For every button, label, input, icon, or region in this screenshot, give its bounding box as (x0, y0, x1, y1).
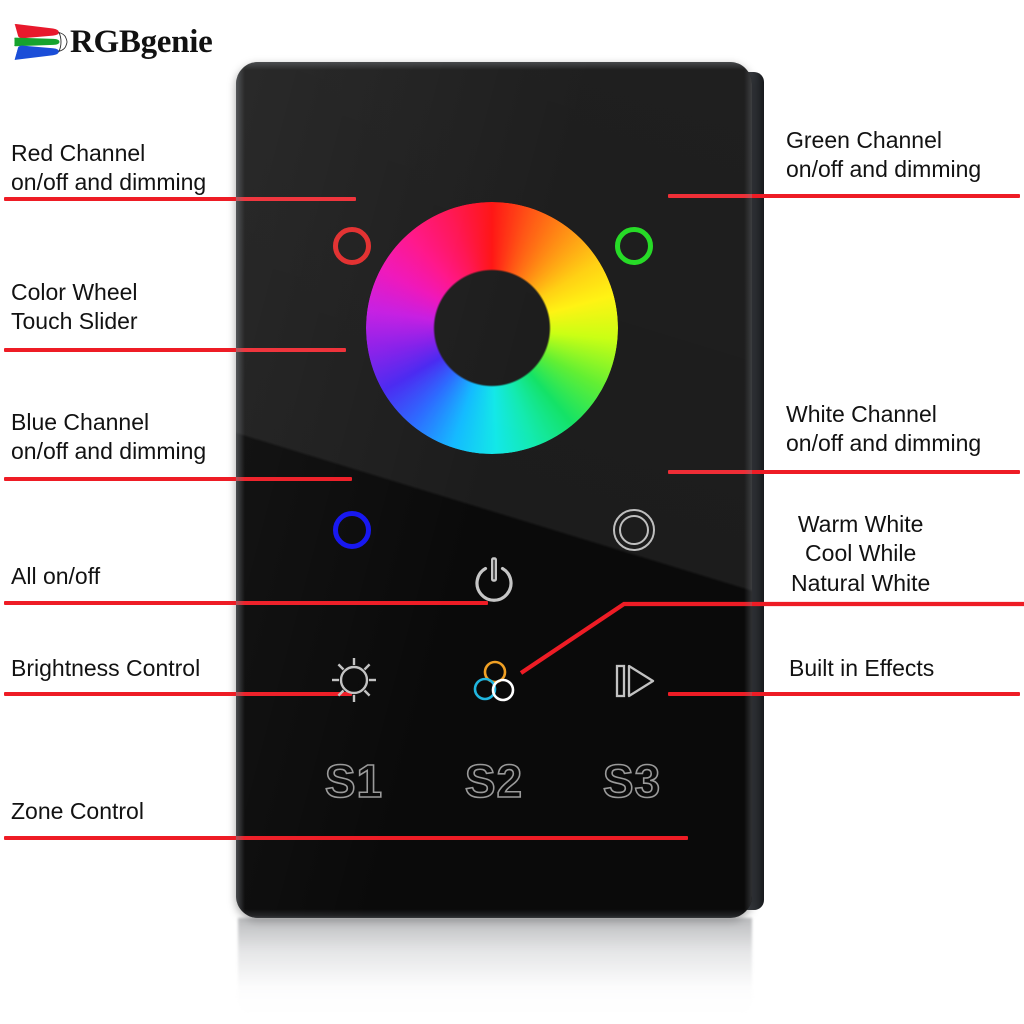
zone-button-s3[interactable]: S3 (594, 754, 670, 808)
panel-reflection (238, 918, 752, 1014)
leader-line-all-onoff (4, 601, 488, 605)
rgb-wedges-logo-icon (14, 24, 68, 60)
color-wheel-ring-icon[interactable] (366, 202, 618, 454)
callout-zone-control: Zone Control (11, 798, 144, 824)
brightness-button[interactable] (328, 654, 380, 706)
zone-button-s2[interactable]: S2 (456, 754, 532, 808)
play-effects-icon (615, 664, 655, 698)
effects-button[interactable] (608, 656, 660, 706)
power-icon (475, 557, 513, 602)
blue-channel-button[interactable] (333, 511, 371, 549)
zone-button-s1-label: S1 (324, 755, 384, 807)
callout-green-channel: Green Channel on/off and dimming (786, 127, 982, 183)
callout-built-in-effects: Built in Effects (789, 655, 935, 681)
callout-brightness: Brightness Control (11, 655, 201, 681)
zone-button-s2-label: S2 (464, 755, 524, 807)
leader-line-brightness (4, 692, 352, 696)
leader-line-red-channel (4, 197, 356, 201)
callout-color-wheel: Color Wheel Touch Slider (11, 279, 138, 335)
callout-white-blend: Warm White Cool While Natural White (791, 511, 931, 596)
white-channel-button[interactable] (613, 509, 655, 551)
leader-line-zone-control (4, 836, 688, 840)
leader-line-blue-channel (4, 477, 352, 481)
leader-line-green-channel (668, 194, 1020, 198)
zone-button-s1[interactable]: S1 (316, 754, 392, 808)
green-ring-icon (615, 227, 653, 265)
callout-blue-channel: Blue Channel on/off and dimming (11, 409, 207, 465)
zone-button-s3-label: S3 (602, 755, 662, 807)
callout-all-onoff: All on/off (11, 563, 101, 589)
white-blend-button[interactable] (470, 655, 520, 707)
callout-red-channel: Red Channel on/off and dimming (11, 140, 207, 196)
leader-line-built-in-effects (668, 692, 1020, 696)
brand-name: RGBgenie (70, 23, 213, 60)
brand-logo: RGBgenie (12, 18, 272, 66)
panel-gloss-secondary (236, 62, 598, 918)
leader-line-white-blend (519, 601, 1024, 675)
white-double-ring-icon (613, 509, 655, 551)
blue-ring-icon (333, 511, 371, 549)
device-panel: S1 S2 S3 (236, 62, 764, 1014)
green-channel-button[interactable] (615, 227, 653, 265)
red-channel-button[interactable] (333, 227, 371, 265)
red-ring-icon (333, 227, 371, 265)
leader-line-color-wheel (4, 348, 346, 352)
three-circles-white-blend-icon (473, 660, 515, 702)
leader-line-white-channel (668, 470, 1020, 474)
callout-white-channel: White Channel on/off and dimming (786, 401, 982, 457)
sun-brightness-icon (332, 658, 376, 702)
panel-face: S1 S2 S3 (236, 62, 752, 918)
all-onoff-button[interactable] (471, 556, 517, 610)
